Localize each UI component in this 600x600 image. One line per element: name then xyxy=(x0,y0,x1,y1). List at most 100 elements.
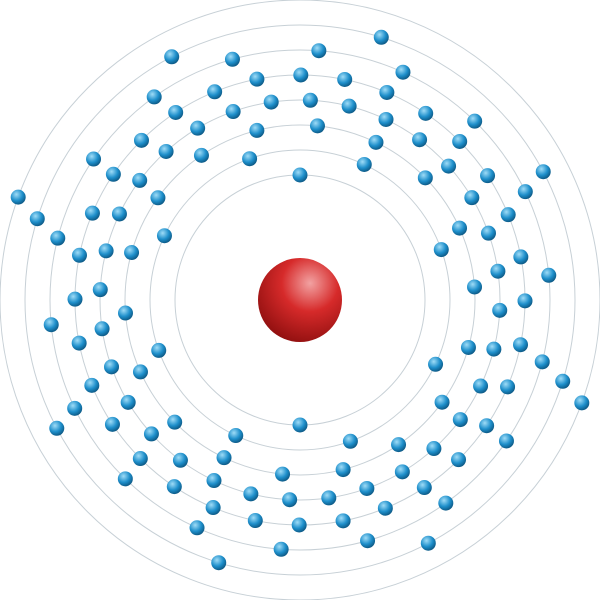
electron-shell-5 xyxy=(377,500,393,516)
electron-shell-3 xyxy=(467,279,483,295)
electron-shell-5 xyxy=(168,104,184,120)
electron-shell-4 xyxy=(190,120,206,136)
electron-shell-5 xyxy=(335,513,351,529)
electron-shell-5 xyxy=(451,452,467,468)
electron-shell-7 xyxy=(164,49,180,65)
electron-shell-5 xyxy=(480,168,496,184)
electron-shell-3 xyxy=(193,147,209,163)
electron-shell-4 xyxy=(394,464,410,480)
electron-shell-4 xyxy=(464,190,480,206)
electron-shell-5 xyxy=(249,71,265,87)
electron-shell-3 xyxy=(124,245,140,261)
electron-shell-3 xyxy=(117,305,133,321)
orbit-shell-4 xyxy=(99,99,501,501)
electron-shell-5 xyxy=(337,71,353,87)
electron-shell-4 xyxy=(111,206,127,222)
electron-shell-5 xyxy=(71,335,87,351)
electron-shell-4 xyxy=(206,473,222,489)
electron-shell-3 xyxy=(452,220,468,236)
electron-shell-5 xyxy=(500,379,516,395)
nucleus xyxy=(258,258,342,342)
electron-shell-4 xyxy=(341,98,357,114)
electron-shell-5 xyxy=(291,517,307,533)
orbit-shell-3 xyxy=(124,124,476,476)
electron-shell-6 xyxy=(498,433,514,449)
electron-shell-6 xyxy=(534,354,550,370)
electron-shell-1 xyxy=(292,417,308,433)
electron-shell-3 xyxy=(417,170,433,186)
electron-shell-4 xyxy=(378,111,394,127)
electron-shell-5 xyxy=(418,105,434,121)
electron-shell-5 xyxy=(105,166,121,182)
electron-shell-7 xyxy=(535,164,551,180)
electron-shell-7 xyxy=(211,555,227,571)
electron-shell-5 xyxy=(452,133,468,149)
electron-shell-4 xyxy=(412,132,428,148)
electron-shell-4 xyxy=(143,426,159,442)
electron-shell-4 xyxy=(98,243,114,259)
electron-shell-4 xyxy=(94,321,110,337)
electron-shell-4 xyxy=(490,263,506,279)
electron-shell-5 xyxy=(104,416,120,432)
electron-shell-3 xyxy=(275,466,291,482)
electron-shell-3 xyxy=(150,190,166,206)
electron-shell-6 xyxy=(224,51,240,67)
electron-shell-6 xyxy=(541,267,557,283)
electron-shell-5 xyxy=(133,132,149,148)
electron-shell-6 xyxy=(50,230,66,246)
electron-shell-4 xyxy=(92,282,108,298)
electron-shell-3 xyxy=(249,122,265,138)
electron-shell-2 xyxy=(242,151,258,167)
orbit-shell-2 xyxy=(149,149,451,451)
electron-shell-4 xyxy=(158,143,174,159)
electron-shell-5 xyxy=(84,377,100,393)
electron-shell-3 xyxy=(309,118,325,134)
electron-shell-8 xyxy=(574,395,590,411)
electron-shell-3 xyxy=(434,394,450,410)
electron-shell-5 xyxy=(67,291,83,307)
electron-shell-5 xyxy=(379,84,395,100)
electron-shell-5 xyxy=(513,337,529,353)
electron-shell-4 xyxy=(480,225,496,241)
electron-shell-6 xyxy=(311,43,327,59)
electron-shell-6 xyxy=(67,400,83,416)
electron-shell-6 xyxy=(467,113,483,129)
electron-shell-5 xyxy=(71,247,87,263)
electron-shell-4 xyxy=(120,394,136,410)
electron-shell-4 xyxy=(263,94,279,110)
electron-shell-3 xyxy=(335,462,351,478)
electron-shell-6 xyxy=(360,533,376,549)
electron-shell-4 xyxy=(452,412,468,428)
electron-shell-4 xyxy=(359,480,375,496)
electron-shell-3 xyxy=(216,450,232,466)
electron-shell-4 xyxy=(302,92,318,108)
electron-shell-5 xyxy=(207,84,223,100)
electron-shell-6 xyxy=(117,471,133,487)
electron-shell-3 xyxy=(391,437,407,453)
electron-shell-5 xyxy=(513,249,529,265)
electron-shell-5 xyxy=(500,207,516,223)
electron-shell-6 xyxy=(273,541,289,557)
electron-shell-2 xyxy=(228,428,244,444)
electron-shell-3 xyxy=(368,134,384,150)
orbit-shell-7 xyxy=(24,24,576,576)
electron-shell-3 xyxy=(132,364,148,380)
electron-shell-7 xyxy=(420,535,436,551)
electron-shell-5 xyxy=(166,479,182,495)
electron-shell-3 xyxy=(460,339,476,355)
electron-shell-4 xyxy=(172,452,188,468)
electron-shell-6 xyxy=(517,184,533,200)
electron-shell-4 xyxy=(243,486,259,502)
electron-shell-6 xyxy=(86,151,102,167)
electron-shell-7 xyxy=(373,29,389,45)
electron-shell-4 xyxy=(282,492,298,508)
orbit-shell-6 xyxy=(49,49,551,551)
electron-shell-5 xyxy=(293,67,309,83)
electron-shell-8 xyxy=(10,189,26,205)
electron-shell-4 xyxy=(426,441,442,457)
electron-shell-5 xyxy=(416,480,432,496)
electron-shell-2 xyxy=(156,228,172,244)
electron-shell-6 xyxy=(438,495,454,511)
electron-shell-6 xyxy=(189,520,205,536)
